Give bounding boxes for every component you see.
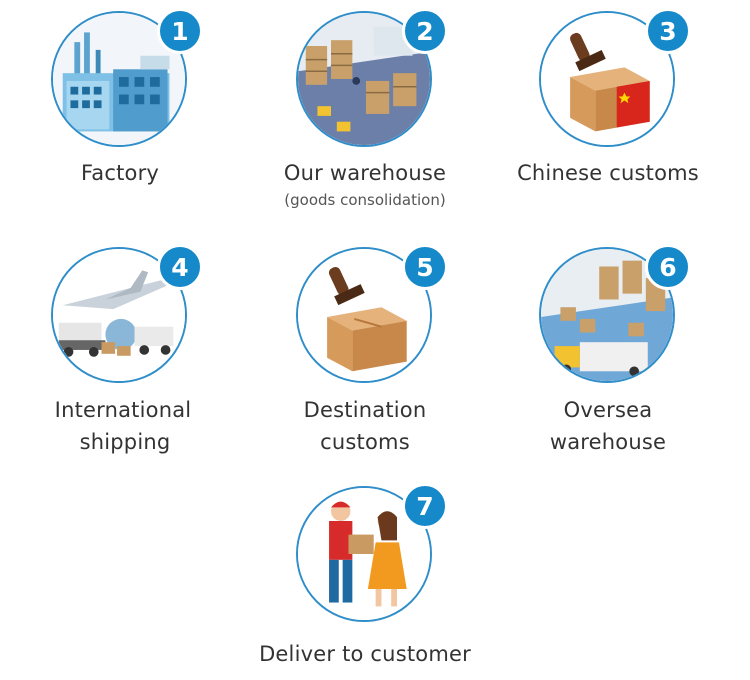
step-number-badge: 5 bbox=[402, 244, 448, 290]
step-label: Chinese customs bbox=[488, 157, 728, 189]
step-label-line-2: customs bbox=[245, 426, 485, 458]
step-label-line-2: warehouse bbox=[488, 426, 728, 458]
step-oversea-warehouse: 6 Oversea warehouse bbox=[488, 236, 728, 476]
step-label-line-1: Oversea bbox=[488, 394, 728, 426]
step-number-badge: 3 bbox=[645, 8, 691, 54]
step-label: Factory bbox=[0, 157, 240, 189]
step-deliver-to-customer: 7 Deliver to customer bbox=[245, 475, 485, 675]
step-chinese-customs: 3 Chinese customs bbox=[488, 0, 728, 200]
step-number-badge: 6 bbox=[645, 244, 691, 290]
step-international-shipping: 4 International shipping bbox=[0, 236, 240, 476]
step-number-badge: 1 bbox=[157, 8, 203, 54]
step-number-badge: 2 bbox=[402, 8, 448, 54]
step-label-line-1: International bbox=[3, 394, 243, 426]
step-label: Our warehouse bbox=[245, 157, 485, 189]
step-label-line-1: Destination bbox=[245, 394, 485, 426]
step-factory: 1 Factory bbox=[0, 0, 240, 200]
step-our-warehouse: 2 Our warehouse (goods consolidation) bbox=[245, 0, 485, 220]
step-destination-customs: 5 Destination customs bbox=[245, 236, 485, 476]
step-sublabel: (goods consolidation) bbox=[245, 191, 485, 209]
step-number-badge: 4 bbox=[157, 244, 203, 290]
step-label-line-2: shipping bbox=[5, 426, 245, 458]
step-label: Deliver to customer bbox=[245, 638, 485, 670]
step-number-badge: 7 bbox=[402, 483, 448, 529]
